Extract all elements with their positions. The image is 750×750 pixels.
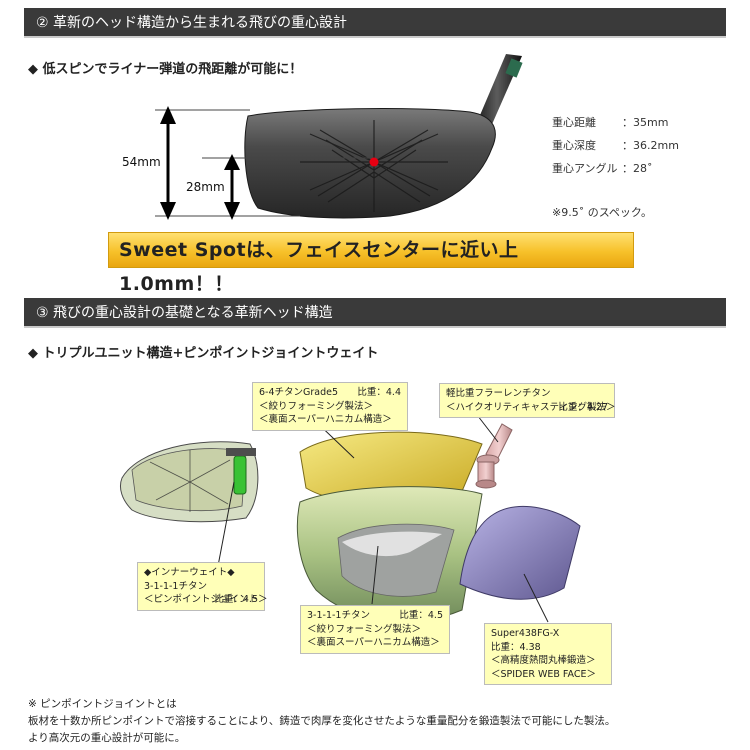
spec-cg-distance: 重心距離：35mm: [552, 116, 669, 129]
sweet-spot-banner: Sweet Spotは、フェイスセンターに近い上1.0mm！！: [108, 232, 634, 295]
dimension-label-28: 28mm: [186, 180, 225, 194]
callout-inner-weight: ◆インナーウェイト◆ 3-1-1-1チタン比重：4.5 ＜ピンポイントジョイント…: [137, 562, 268, 611]
subheading-triple-unit: ◆ トリプルユニット構造+ピンポイントジョイントウェイト: [28, 346, 379, 361]
subheading-low-spin: ◆ 低スピンでライナー弾道の飛距離が可能に！: [28, 62, 303, 77]
callout-hosel-material: 軽比重フラーレンチタン比重：4.27 ＜ハイクオリティキャスティング製法＞: [439, 383, 615, 418]
section-header-head-structure: ③ 飛びの重心設計の基礎となる革新ヘッド構造: [24, 298, 726, 328]
section-header-cg-design: ② 革新のヘッド構造から生まれる飛びの重心設計: [24, 8, 726, 38]
spec-cg-depth: 重心深度：36.2mm: [552, 139, 679, 152]
spec-note: ※9.5˚ のスペック。: [552, 206, 653, 219]
footnote-conclusion: より高次元の重心設計が可能に。: [28, 732, 186, 744]
callout-face-material: Super438FG-X 比重：4.38 ＜高精度熱間丸棒鍛造＞ ＜SPIDER…: [484, 623, 612, 685]
callout-body-material: 3-1-1-1チタン比重：4.5 ＜絞りフォーミング製法＞ ＜裏面スーパーハニカ…: [300, 605, 450, 654]
dimension-label-54: 54mm: [122, 155, 161, 169]
footnote-body: 板材を十数か所ピンポイントで溶接することにより、鋳造で肉厚を変化させたような重量…: [28, 715, 616, 727]
exploded-head-diagram: [119, 397, 581, 623]
dimension-arrows: [155, 106, 370, 220]
driver-head-face-image: [244, 54, 523, 219]
footnote-title: ※ ピンポイントジョイントとは: [28, 698, 177, 710]
spec-cg-angle: 重心アングル：28˚: [552, 162, 653, 175]
